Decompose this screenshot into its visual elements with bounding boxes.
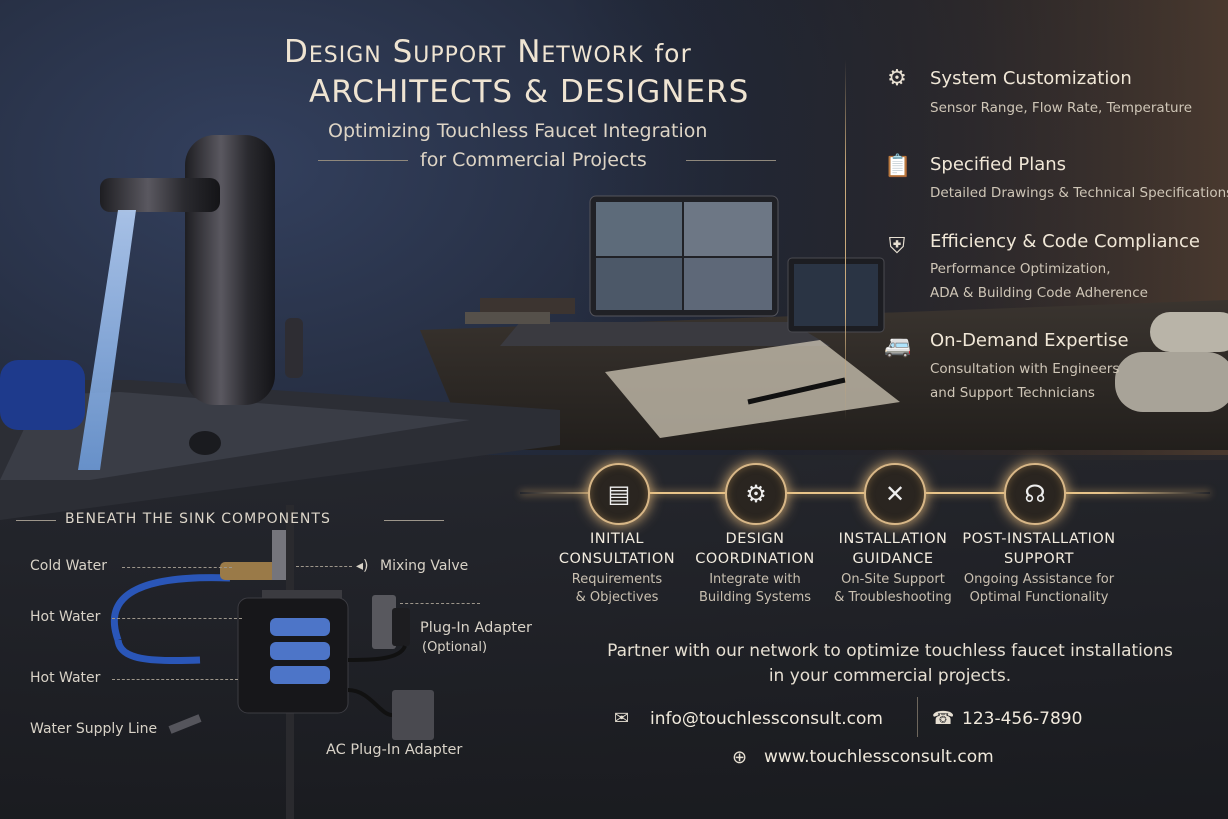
partner-line2: in your commercial projects. — [768, 666, 1012, 686]
contact-website[interactable]: www.touchlessconsult.com — [764, 747, 994, 767]
step-title: INSTALLATION GUIDANCE — [816, 529, 970, 569]
leader-hot-water-2 — [112, 679, 238, 680]
label-plugin-adapter: Plug-In Adapter — [420, 620, 532, 636]
beneath-rule-left — [16, 520, 56, 521]
step-title-line: INSTALLATION — [838, 531, 948, 547]
step-desc-line: Integrate with — [709, 572, 801, 587]
label-cold-water: Cold Water — [30, 558, 107, 574]
gears-icon: ⚙ — [725, 463, 787, 525]
feature-desc: Sensor Range, Flow Rate, Temperature — [930, 100, 1193, 116]
step-title-line: INITIAL — [589, 531, 645, 547]
service-van-icon: 🚐 — [884, 334, 912, 359]
step-title-line: CONSULTATION — [558, 551, 676, 567]
subtitle-line1: Optimizing Touchless Faucet Integration — [328, 120, 708, 142]
beneath-rule-right — [384, 520, 444, 521]
step-desc: Ongoing Assistance for Optimal Functiona… — [962, 571, 1116, 607]
email-icon: ✉ — [614, 708, 630, 729]
step-title-line: DESIGN — [725, 531, 785, 547]
clipboard-icon: 📋 — [884, 154, 912, 179]
step-desc: Integrate with Building Systems — [678, 571, 832, 607]
leader-mixing-valve — [296, 566, 352, 567]
leader-hot-water-1 — [112, 618, 242, 619]
step-desc-line: Building Systems — [698, 590, 812, 605]
step-title-line: SUPPORT — [1003, 551, 1075, 567]
feature-specified-plans: 📋 — [884, 154, 912, 180]
feature-title: System Customization — [930, 68, 1132, 89]
leader-plugin-adapter — [400, 603, 480, 604]
headset-icon: ☊ — [1004, 463, 1066, 525]
label-plugin-optional: (Optional) — [422, 640, 488, 655]
step-title: DESIGN COORDINATION — [678, 529, 832, 569]
step-desc-line: On-Site Support — [841, 572, 945, 587]
label-hot-water-2: Hot Water — [30, 670, 101, 686]
feature-title: Efficiency & Code Compliance — [930, 231, 1200, 252]
tools-icon: ✕ — [864, 463, 926, 525]
step-title: POST-INSTALLATION SUPPORT — [962, 529, 1116, 569]
document-icon: ▤ — [588, 463, 650, 525]
leader-cold-water — [122, 567, 232, 568]
shield-check-icon: ⛨ — [888, 234, 906, 259]
label-hot-water-1: Hot Water — [30, 609, 101, 625]
step-desc: Requirements & Objectives — [540, 571, 694, 607]
speaker-icon: ◂) — [356, 558, 369, 574]
step-desc-line: Requirements — [571, 572, 663, 587]
subtitle-rule-right — [686, 160, 776, 161]
step-title-line: GUIDANCE — [852, 551, 934, 567]
feature-desc: Detailed Drawings & Technical Specificat… — [930, 185, 1228, 201]
phone-icon: ☎ — [932, 708, 955, 729]
contact-phone[interactable]: 123-456-7890 — [962, 709, 1083, 729]
subtitle-line2: for Commercial Projects — [420, 149, 647, 171]
step-desc-line: & Troubleshooting — [834, 590, 952, 605]
feature-title: On-Demand Expertise — [930, 330, 1129, 351]
subtitle-rule-left — [318, 160, 408, 161]
feature-desc: and Support Technicians — [930, 385, 1095, 401]
label-water-supply: Water Supply Line — [30, 721, 158, 737]
step-desc-line: Ongoing Assistance for — [963, 572, 1115, 587]
title-line1: Design Support Network for — [284, 34, 692, 70]
contact-divider — [917, 697, 918, 737]
feature-system-customization: ⚙ — [884, 66, 910, 92]
step-title: INITIAL CONSULTATION — [540, 529, 694, 569]
step-title-line: COORDINATION — [695, 551, 815, 567]
partner-line1: Partner with our network to optimize tou… — [607, 641, 1173, 661]
feature-desc: Consultation with Engineers — [930, 361, 1120, 377]
title-main: Design Support Network — [284, 34, 644, 70]
features-divider — [845, 60, 846, 420]
label-mixing-valve: Mixing Valve — [380, 558, 469, 574]
step-desc-line: Optimal Functionality — [969, 590, 1109, 605]
title-suffix: for — [654, 39, 692, 68]
feature-efficiency: ⛨ — [884, 234, 910, 260]
step-desc: On-Site Support & Troubleshooting — [816, 571, 970, 607]
feature-desc: Performance Optimization, — [930, 261, 1111, 277]
gears-icon: ⚙ — [887, 66, 907, 91]
step-title-line: POST-INSTALLATION — [962, 531, 1116, 547]
title-line2: ARCHITECTS & DESIGNERS — [309, 74, 750, 110]
contact-email[interactable]: info@touchlessconsult.com — [650, 709, 883, 729]
beneath-heading: BENEATH THE SINK COMPONENTS — [65, 511, 331, 527]
feature-title: Specified Plans — [930, 154, 1067, 175]
feature-desc: ADA & Building Code Adherence — [930, 285, 1148, 301]
step-desc-line: & Objectives — [575, 590, 659, 605]
feature-on-demand: 🚐 — [884, 334, 912, 360]
globe-icon: ⊕ — [732, 747, 748, 768]
label-ac-adapter: AC Plug-In Adapter — [326, 742, 463, 758]
